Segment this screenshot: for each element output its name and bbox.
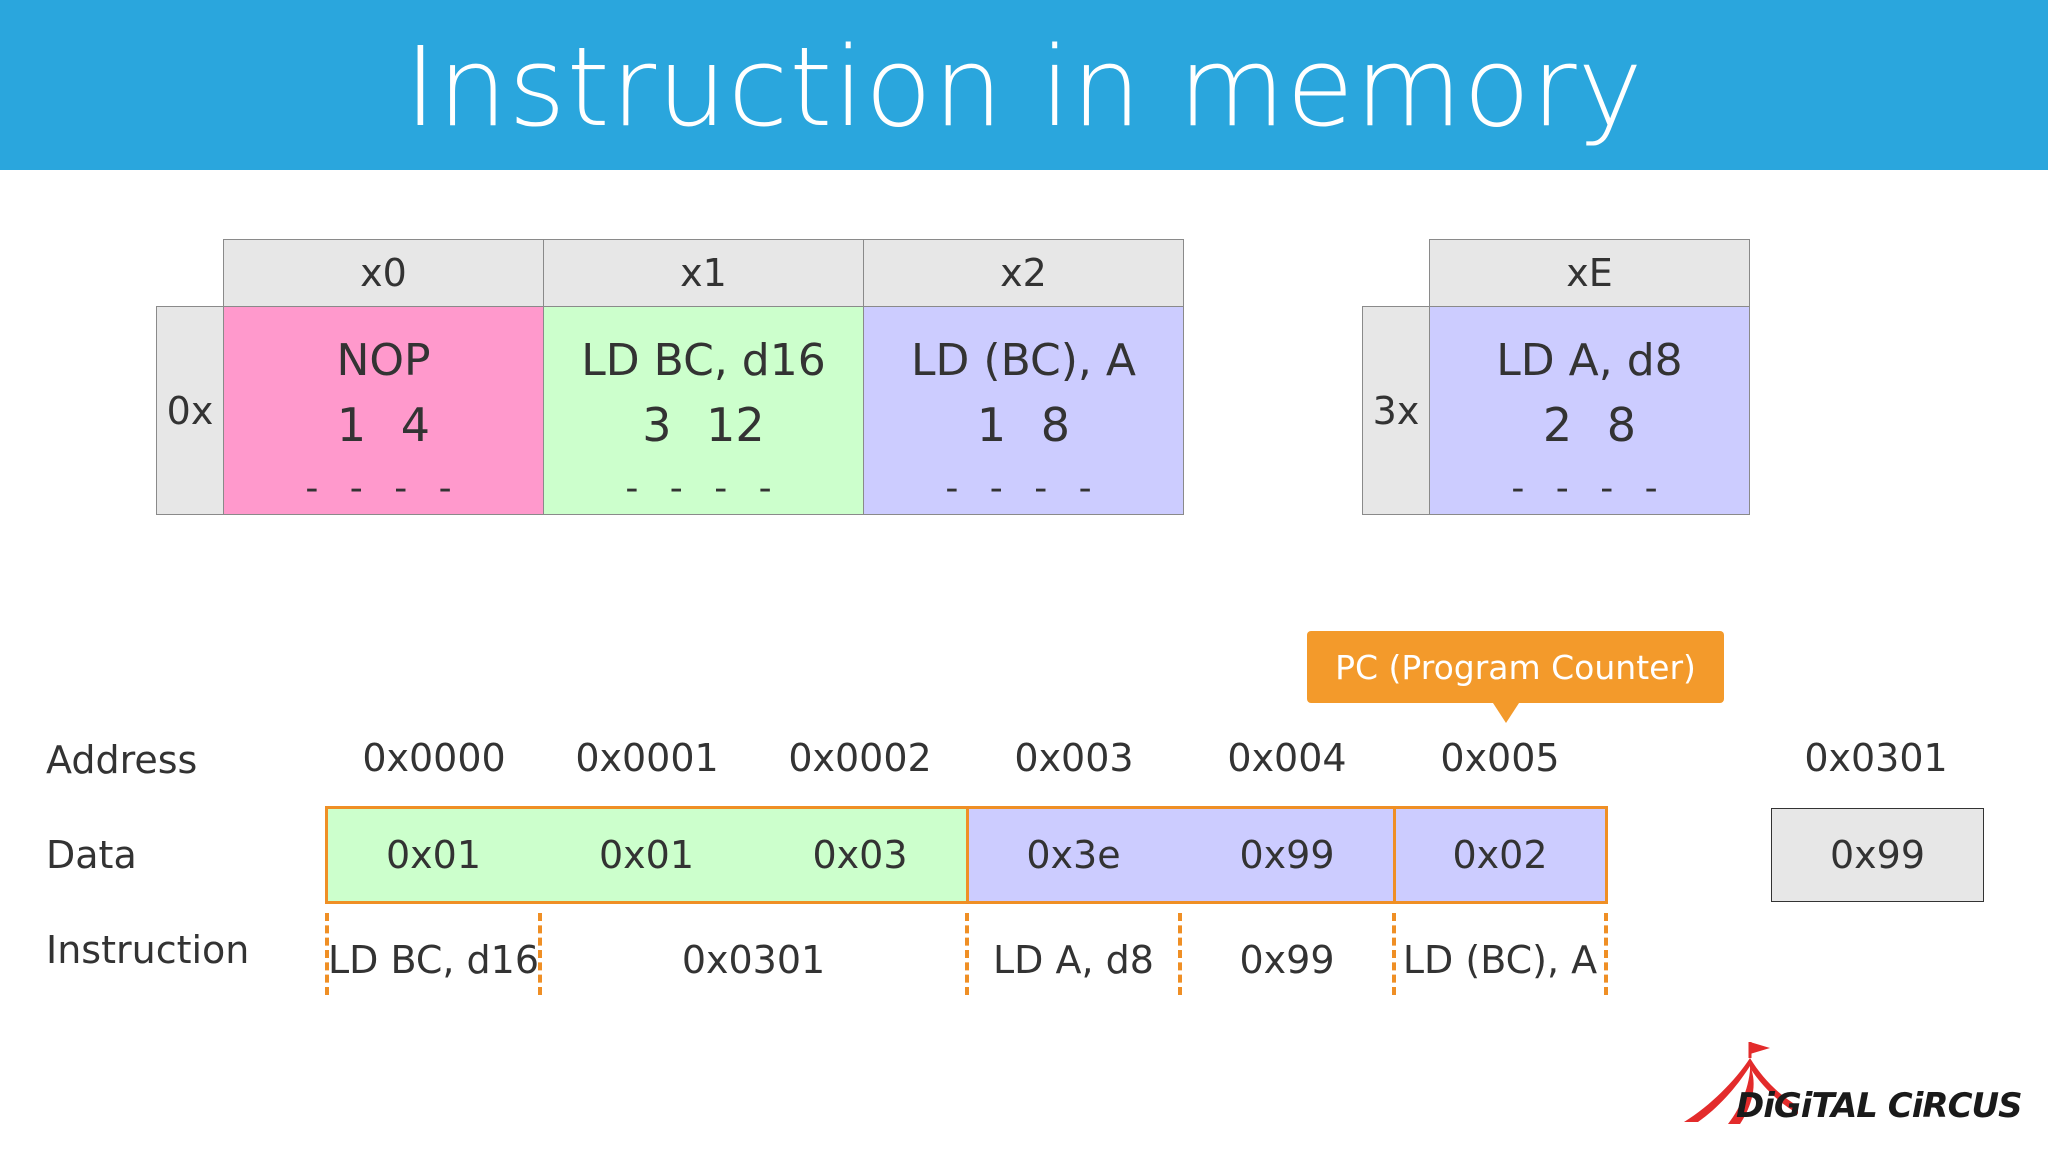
- program-counter-pointer: [1493, 703, 1519, 723]
- address-0x0001: 0x0001: [575, 736, 719, 780]
- address-0x004: 0x004: [1227, 736, 1347, 780]
- instruction-group-ld-a-d8: [966, 806, 1396, 904]
- data-cell: 0x02: [1452, 833, 1548, 877]
- opcode-length-cycles: 1 8: [976, 398, 1071, 452]
- opcode-row-header-0x: 0x: [156, 306, 224, 515]
- data-background-lavender: [967, 808, 1606, 902]
- address-0x0301: 0x0301: [1804, 736, 1948, 780]
- address-0x005: 0x005: [1440, 736, 1560, 780]
- opcode-mnemonic: NOP: [336, 335, 431, 386]
- instruction-group-ld-bc-a: [1393, 806, 1608, 904]
- instruction-divider: [1392, 913, 1396, 995]
- opcode-mnemonic: LD BC, d16: [581, 335, 826, 386]
- data-cell: 0x03: [812, 833, 908, 877]
- data-cell: 0x01: [385, 833, 482, 877]
- instruction-ld-bc-a: LD (BC), A: [1402, 938, 1598, 982]
- instruction-divider: [325, 913, 329, 995]
- address-0x0002: 0x0002: [788, 736, 932, 780]
- opcode-cell-ld-a-d8: LD A, d8 2 8 - - - -: [1429, 306, 1750, 515]
- opcode-column-header-xe: xE: [1429, 239, 1750, 307]
- opcode-column-header-x1: x1: [543, 239, 864, 307]
- opcode-mnemonic: LD A, d8: [1496, 335, 1683, 386]
- instruction-operand-0x99: 0x99: [1239, 938, 1335, 982]
- opcode-length-cycles: 1 4: [336, 398, 431, 452]
- page-title: Instruction in memory: [404, 23, 1644, 151]
- title-banner: Instruction in memory: [0, 0, 2048, 170]
- opcode-column-header-x0: x0: [223, 239, 544, 307]
- instruction-divider: [1178, 913, 1182, 995]
- opcode-length-cycles: 2 8: [1542, 398, 1637, 452]
- instruction-operand-0x0301: 0x0301: [681, 938, 826, 982]
- data-cell: 0x99: [1239, 833, 1335, 877]
- data-cell: 0x3e: [1026, 833, 1121, 877]
- address-row-label: Address: [46, 738, 198, 782]
- opcode-mnemonic: LD (BC), A: [911, 335, 1136, 386]
- opcode-row-header-3x: 3x: [1362, 306, 1430, 515]
- opcode-flags: - - - -: [945, 468, 1102, 509]
- opcode-cell-ld-bc-a: LD (BC), A 1 8 - - - -: [863, 306, 1184, 515]
- address-0x003: 0x003: [1014, 736, 1134, 780]
- opcode-flags: - - - -: [305, 468, 462, 509]
- data-cell-0x0301: 0x99: [1771, 808, 1984, 902]
- opcode-flags: - - - -: [1511, 468, 1668, 509]
- data-background-green: [327, 808, 967, 902]
- data-row-label: Data: [46, 833, 137, 877]
- address-0x0000: 0x0000: [362, 736, 506, 780]
- opcode-cell-ld-bc-d16: LD BC, d16 3 12 - - - -: [543, 306, 864, 515]
- opcode-cell-nop: NOP 1 4 - - - -: [223, 306, 544, 515]
- instruction-divider: [538, 913, 542, 995]
- instruction-ld-bc-d16: LD BC, d16: [327, 938, 540, 982]
- digital-circus-logo: DiGiTAL CiRCUS: [1680, 1036, 2035, 1136]
- program-counter-callout: PC (Program Counter): [1307, 631, 1724, 703]
- circus-tent-icon: [1684, 1042, 1798, 1124]
- instruction-ld-a-d8: LD A, d8: [993, 938, 1154, 982]
- data-cell: 0x01: [598, 833, 695, 877]
- instruction-divider: [1604, 913, 1608, 995]
- instruction-group-ld-bc-d16: [325, 806, 969, 904]
- instruction-divider: [965, 913, 969, 995]
- opcode-column-header-x2: x2: [863, 239, 1184, 307]
- opcode-flags: - - - -: [625, 468, 782, 509]
- brand-name: DiGiTAL CiRCUS: [1736, 1086, 2023, 1126]
- instruction-row-label: Instruction: [46, 928, 250, 972]
- opcode-length-cycles: 3 12: [642, 398, 765, 452]
